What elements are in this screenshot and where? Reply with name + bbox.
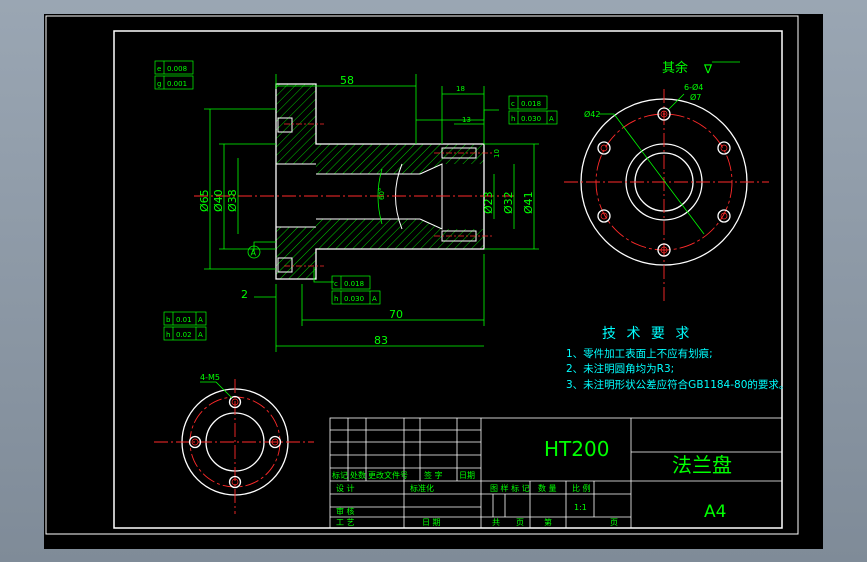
roughness-symbol: ∇ [703,62,713,76]
svg-text:A: A [372,295,377,303]
svg-text:c: c [334,280,338,288]
title-block-text: 标记 处数 更改文件号 签 字 日期 设 计 标准化 审 核 工 艺 日 期 图… [332,437,732,527]
tolerance-frame-4: h 0.030 A [508,110,558,125]
hatch-upper [276,84,442,174]
drawing-svg: 58 18 13 10 Ø65 Ø40 Ø38 Ø23 Ø32 Ø41 2 70… [45,15,799,535]
svg-text:0.001: 0.001 [167,80,187,88]
tolerance-frame-2: g 0.001 [154,75,194,90]
drawing-canvas[interactable]: 58 18 13 10 Ø65 Ø40 Ø38 Ø23 Ø32 Ø41 2 70… [44,14,823,549]
tb-row-design: 设 计 [336,483,355,493]
dim-10: 10 [493,149,501,158]
datum-a-marker: A [247,245,261,259]
svg-text:A: A [198,331,203,339]
tolerance-frames: e 0.008 g 0.001 c 0.018 [154,60,558,341]
dim-phi32: Ø32 [502,191,515,214]
roughness-note: 其余 ∇ [662,60,740,76]
svg-text:0.018: 0.018 [521,100,541,108]
tech-req-item-1: 1、零件加工表面上不应有划痕; [566,347,713,360]
tb-row-process: 工 艺 [336,518,355,527]
tech-req-item-3: 3、未注明形状公差应符合GB1184-80的要求。 [566,378,789,391]
tb-sheet-size: A4 [704,502,726,522]
tb-row-review: 审 核 [336,506,355,516]
end-view-right: Ø42 6-Ø4 Ø7 [564,82,769,304]
bolt-holes-six [597,107,731,257]
tolerance-frame-3: c 0.018 [508,95,548,110]
svg-text:b: b [166,316,171,324]
tb-total: 共 [492,518,500,527]
tb-header-date: 日期 [459,471,475,480]
svg-text:0.008: 0.008 [167,65,187,73]
section-dimensions [204,74,539,352]
tb-row-standard: 标准化 [410,483,434,493]
dim-18: 18 [456,85,465,93]
tolerance-frame-7: b 0.01 A [163,311,207,326]
tb-header-count: 处数 [350,470,366,480]
end-view-left: 4-M5 [154,373,314,514]
dim-phi38: Ø38 [226,189,239,212]
tolerance-frame-5: c 0.018 [331,275,371,290]
svg-text:A: A [198,316,203,324]
section-view [194,83,514,280]
svg-text:h: h [166,331,170,339]
tb-part-name: 法兰盘 [672,453,732,477]
tb-header-doc: 更改文件号 [368,470,408,480]
hatch-right-lower [442,229,484,249]
tb-scale-value: 1:1 [574,503,587,512]
svg-text:0.01: 0.01 [176,316,192,324]
dim-6-holes: 6-Ø4 [684,82,703,92]
tolerance-frame-8: h 0.02 A [163,326,207,341]
section-dimension-text: 58 18 13 10 Ø65 Ø40 Ø38 Ø23 Ø32 Ø41 2 70… [198,74,535,347]
tb-header-sign: 签 字 [424,470,443,480]
dim-83: 83 [374,334,388,347]
svg-text:0.030: 0.030 [521,115,541,123]
tb-material: HT200 [544,437,609,461]
dim-13: 13 [462,116,471,124]
datum-a-label: A [251,249,257,258]
note-remaining: 其余 [662,60,688,76]
tolerance-frame-6: h 0.030 A [331,290,381,305]
dim-4-m5: 4-M5 [200,373,220,382]
svg-text:h: h [511,115,515,123]
dim-phi23: Ø23 [482,191,495,214]
tech-req-item-2: 2、未注明圆角均为R3; [566,362,674,375]
dim-58: 58 [340,74,354,87]
dim-2: 2 [241,288,248,301]
hatch-right-upper [442,144,484,164]
tb-stage-mark: 图 样 标 记 [490,483,530,493]
sheet-outer-border [45,15,799,535]
tech-requirements: 技 术 要 求 1、零件加工表面上不应有划痕; 2、未注明圆角均为R3; 3、未… [566,326,789,391]
svg-text:h: h [334,295,338,303]
tb-header-mark: 标记 [332,470,348,480]
dim-phi40: Ø40 [212,189,225,212]
dim-angle60: 60° [378,188,386,200]
tb-weight: 数 量 [538,483,557,493]
bolt-holes-four [188,395,282,489]
svg-text:c: c [511,100,515,108]
tb-row-date: 日 期 [422,518,441,527]
dim-phi42: Ø42 [584,109,600,119]
dim-phi65: Ø65 [198,189,211,212]
tb-sheet-no: 第 [544,517,552,527]
svg-text:e: e [157,65,161,73]
tb-page-unit-1: 页 [516,518,524,527]
tolerance-frame-1: e 0.008 [154,60,194,75]
dim-phi41: Ø41 [522,191,535,214]
title-block [329,417,783,529]
svg-text:0.02: 0.02 [176,331,192,339]
tb-scale-label: 比 例 [572,483,591,493]
svg-text:A: A [549,115,554,123]
dim-70: 70 [389,308,403,321]
svg-text:g: g [157,80,161,88]
tech-req-title: 技 术 要 求 [602,326,692,342]
svg-text:0.018: 0.018 [344,280,364,288]
tb-page-unit-2: 页 [610,518,618,527]
dim-phi7: Ø7 [690,92,701,102]
svg-text:0.030: 0.030 [344,295,364,303]
